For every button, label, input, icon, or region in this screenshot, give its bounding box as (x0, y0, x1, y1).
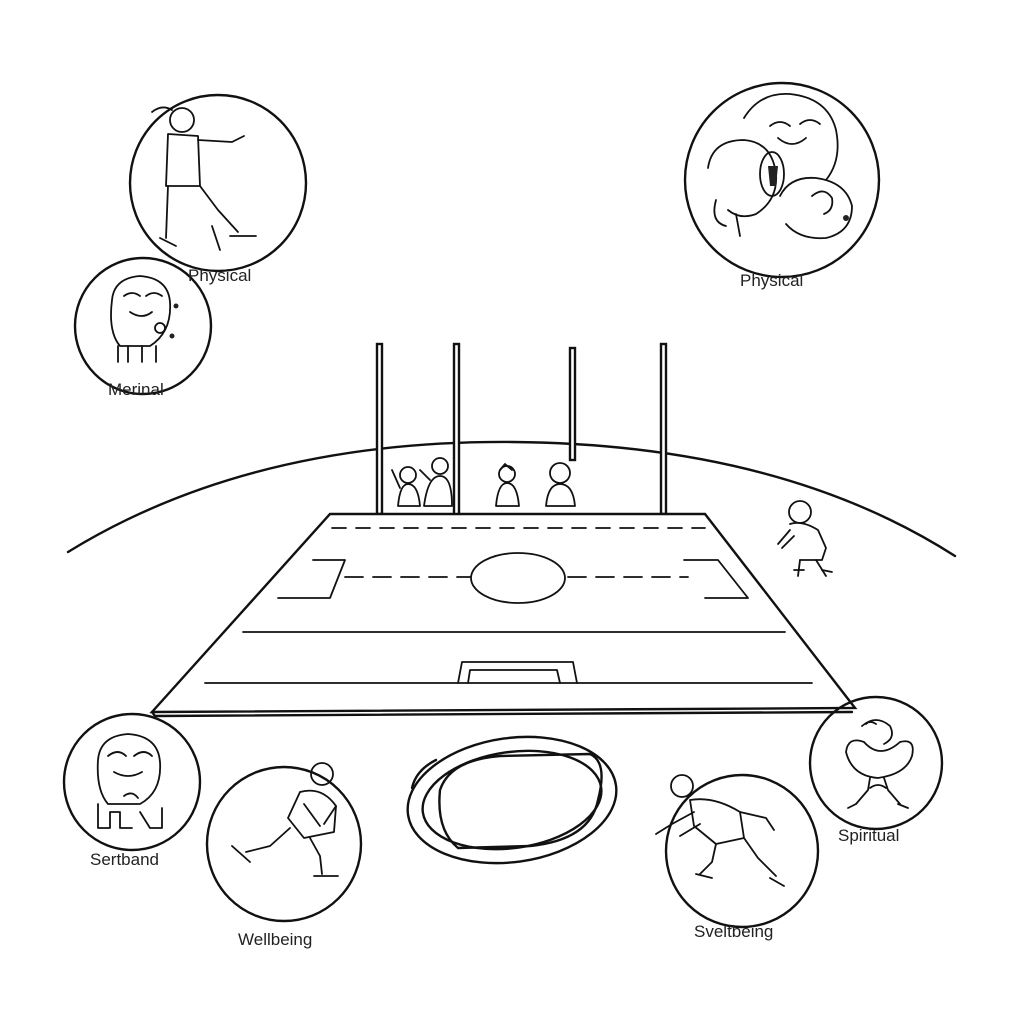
circle-spiritual (808, 695, 944, 831)
label-physical-top-left: Physical (188, 266, 252, 285)
spectator (391, 466, 421, 507)
label-sveltbeing: Sveltbeing (694, 922, 774, 941)
goal-posts (375, 342, 668, 518)
circle-bottom-left (62, 712, 202, 852)
stadium-arc (66, 440, 957, 558)
label-wellbeing: Wellbeing (238, 930, 313, 949)
spectator (495, 463, 520, 507)
spectators (391, 457, 576, 507)
spectator (545, 462, 576, 507)
rugby-field (149, 512, 858, 718)
circle-wellbeing (205, 762, 363, 923)
circle-mental-left (73, 256, 213, 396)
spectator (419, 457, 453, 507)
circle-sveltbeing (655, 773, 820, 929)
label-spiritual: Spiritual (838, 826, 900, 845)
rugby-ball (406, 735, 618, 865)
label-physical-top-right: Physical (740, 271, 804, 290)
circle-physical-top-left (128, 93, 308, 273)
circle-physical-top-right (683, 81, 881, 279)
label-mental-left: Merinal (108, 380, 164, 399)
label-bottom-left: Sertband (90, 850, 159, 869)
player-right-field (777, 500, 833, 577)
